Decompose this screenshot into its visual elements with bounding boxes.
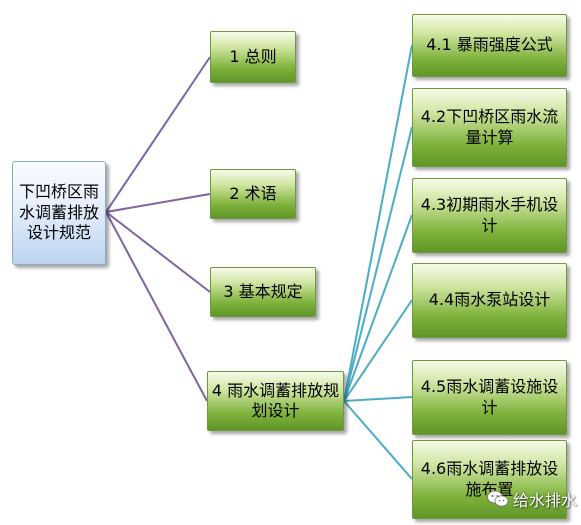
link-root-4: [105, 211, 208, 402]
link-root-3: [105, 211, 211, 293]
section-node-4-2: 4.2下凹桥区雨水流量计算: [412, 88, 567, 167]
watermark: 给水排水: [487, 487, 577, 511]
link-4-41: [343, 44, 413, 402]
chapter-node-2: 2 术语: [210, 169, 296, 219]
chapter-node-4: 4 雨水调蓄排放规划设计: [207, 371, 344, 431]
link-root-1: [105, 56, 211, 213]
watermark-label: 给水排水: [513, 491, 578, 510]
link-4-45: [343, 396, 413, 402]
root-node: 下凹桥区雨水调蓄排放设计规范: [12, 161, 106, 265]
section-node-4-3: 4.3初期雨水手机设计: [412, 178, 567, 253]
link-root-2: [105, 193, 211, 213]
link-4-44: [343, 299, 413, 402]
section-node-4-4: 4.4雨水泵站设计: [412, 263, 567, 338]
chapter-node-3: 3 基本规定: [210, 267, 316, 317]
section-node-4-5: 4.5雨水调蓄设施设计: [412, 360, 567, 435]
wechat-icon: [487, 490, 509, 508]
link-4-43: [343, 214, 413, 402]
chapter-node-1: 1 总则: [210, 31, 296, 83]
link-4-46: [343, 400, 413, 480]
link-4-42: [343, 126, 413, 402]
section-node-4-1: 4.1 暴雨强度公式: [412, 14, 567, 77]
